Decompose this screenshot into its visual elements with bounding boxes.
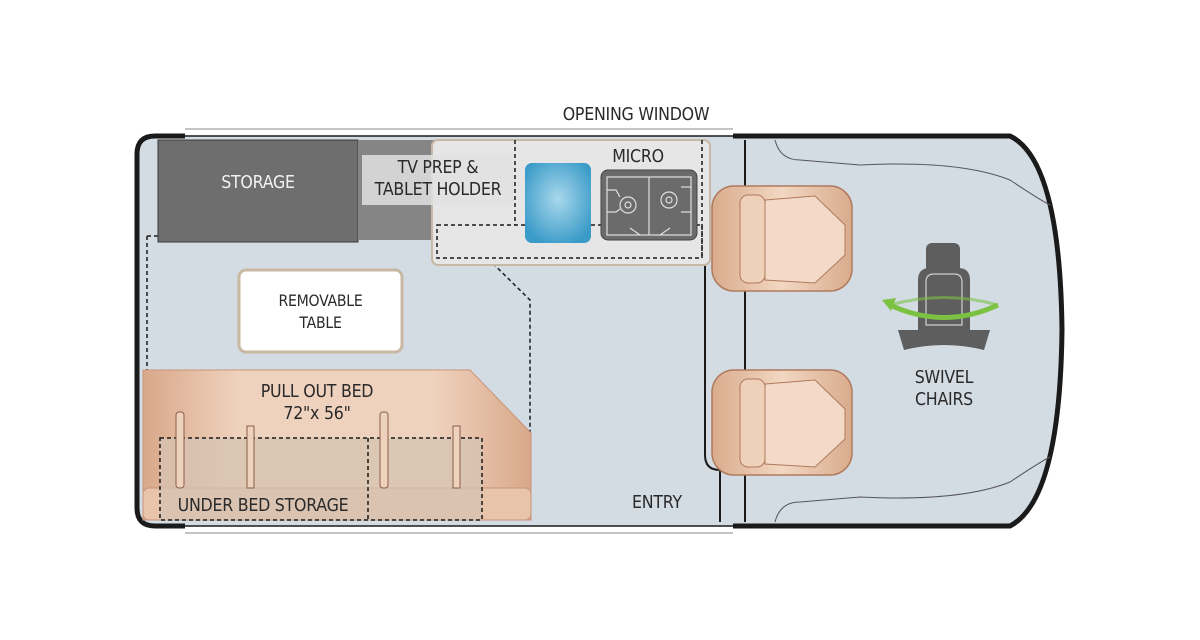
overhead-cabinet-outline	[146, 224, 705, 435]
pull-out-bed-size: 72"x 56"	[283, 403, 351, 424]
under-bed-storage-label: UNDER BED STORAGE	[177, 495, 349, 516]
tv-prep-line1: TV PREP &	[397, 157, 479, 178]
removable-table-label: REMOVABLE TABLE	[239, 290, 402, 334]
rotate-arrow-icon	[882, 296, 1000, 320]
van-walls	[134, 128, 1065, 534]
passenger-seat	[711, 369, 853, 476]
pull-out-bed-label: PULL OUT BED 72"x 56"	[217, 381, 417, 425]
entry-label: ENTRY	[632, 492, 682, 513]
dashboard-outline	[774, 139, 1051, 523]
removable-table-line2: TABLE	[299, 313, 342, 332]
tv-prep-label: TV PREP & TABLET HOLDER	[362, 157, 514, 201]
tv-prep-line2: TABLET HOLDER	[374, 179, 502, 200]
swivel-chairs-line2: CHAIRS	[915, 389, 973, 410]
sink-icon	[525, 163, 591, 243]
removable-table-line1: REMOVABLE	[278, 291, 363, 310]
pull-out-bed	[142, 369, 532, 521]
opening-window-label: OPENING WINDOW	[562, 104, 710, 125]
swivel-chairs-label: SWIVEL CHAIRS	[894, 367, 994, 411]
micro-label: MICRO	[612, 146, 664, 167]
storage-label: STORAGE	[221, 172, 295, 193]
swivel-chairs-line1: SWIVEL	[914, 367, 974, 388]
driver-seat	[711, 185, 853, 292]
microwave-icon	[600, 169, 698, 241]
pull-out-bed-line1: PULL OUT BED	[260, 381, 374, 402]
removable-table	[237, 268, 404, 354]
